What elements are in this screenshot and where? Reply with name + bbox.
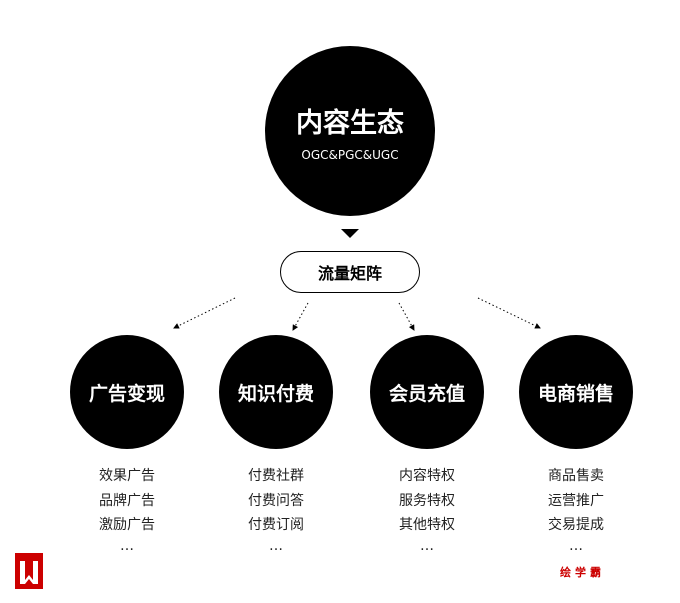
branch-node: 知识付费	[219, 335, 333, 449]
list-item: 付费订阅	[248, 517, 304, 533]
list-item: …	[120, 537, 134, 554]
list-item: 品牌广告	[99, 492, 155, 509]
branch-node: 广告变现	[70, 335, 184, 449]
list-item: 内容特权	[399, 468, 455, 484]
branch-node: 会员充值	[370, 335, 484, 449]
branch-node: 电商销售	[519, 335, 633, 449]
center-title: 内容生态	[296, 107, 404, 139]
list-item: …	[269, 537, 283, 554]
hub-node: 流量矩阵	[280, 251, 420, 293]
arrow-2	[292, 302, 309, 331]
list-item: 效果广告	[99, 468, 155, 484]
branch-list: 内容特权 服务特权 其他特权 …	[367, 464, 487, 554]
w-logo-icon	[20, 561, 38, 584]
branch-list: 效果广告 品牌广告 激励广告 …	[67, 464, 187, 554]
list-item: 其他特权	[399, 517, 455, 533]
list-item: 交易提成	[548, 517, 604, 533]
arrow-1	[173, 297, 236, 329]
list-item: …	[569, 537, 583, 554]
list-item: 服务特权	[399, 492, 455, 509]
branch-list: 商品售卖 运营推广 交易提成 …	[516, 464, 636, 554]
list-item: 付费问答	[248, 492, 304, 509]
list-item: 商品售卖	[548, 468, 604, 484]
arrow-4	[477, 297, 541, 329]
brand-logo	[15, 553, 43, 589]
watermark: 绘学霸	[560, 566, 605, 579]
center-node: 内容生态 OGC&PGC&UGC	[265, 46, 435, 216]
center-subtitle: OGC&PGC&UGC	[301, 147, 399, 162]
arrow-3	[398, 302, 415, 331]
list-item: …	[420, 537, 434, 554]
down-triangle-icon	[341, 229, 359, 238]
branch-list: 付费社群 付费问答 付费订阅 …	[216, 464, 336, 554]
list-item: 运营推广	[548, 492, 604, 509]
list-item: 付费社群	[248, 468, 304, 484]
list-item: 激励广告	[99, 517, 155, 533]
